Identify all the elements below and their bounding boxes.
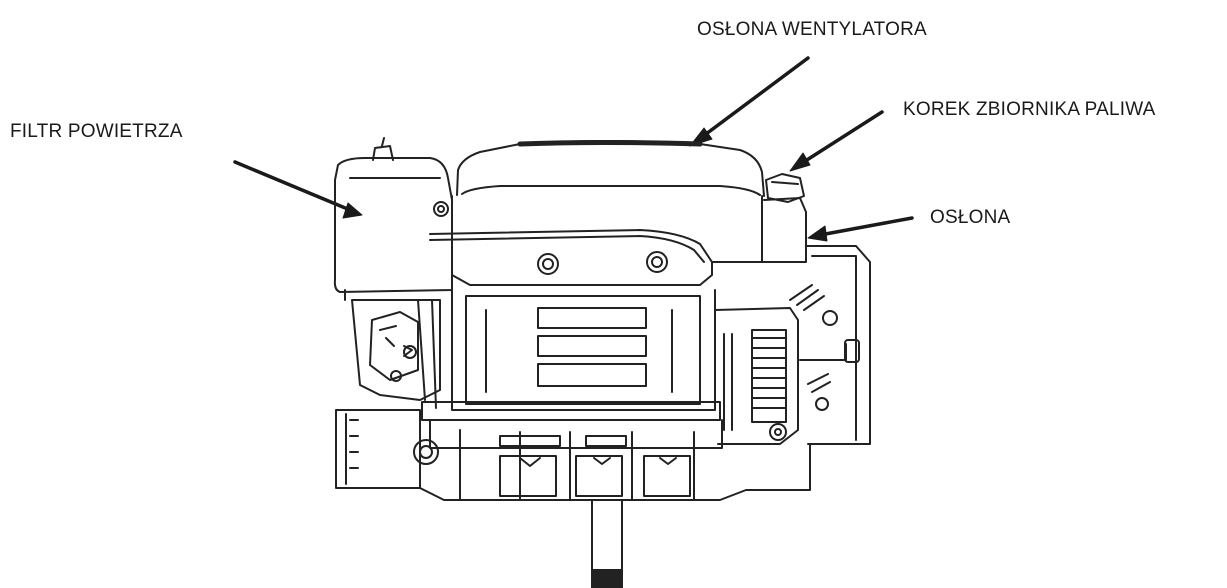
label-fuel-cap: KOREK ZBIORNIKA PALIWA [903, 99, 1156, 120]
fuel-cap [765, 173, 805, 203]
crankshaft [591, 499, 623, 588]
crankcase [335, 401, 811, 501]
arrowhead-shroud [807, 225, 828, 242]
shroud [761, 197, 871, 445]
ignition-coil [714, 307, 847, 445]
cylinder-block [451, 289, 716, 411]
label-air-filter: FILTR POWIETRZA [10, 121, 183, 142]
callout-arrows [233, 56, 914, 242]
arrow-air-filter [233, 160, 352, 212]
label-fan-cover: OSŁONA WENTYLATORA [697, 19, 927, 40]
arrowhead-air-filter [342, 202, 363, 219]
label-shroud: OSŁONA [930, 207, 1011, 228]
carburetor [351, 299, 441, 409]
cover-bolts [433, 201, 668, 275]
arrowhead-fuel-cap [789, 152, 811, 172]
fan-cover [429, 140, 765, 286]
arrow-shroud [818, 216, 914, 237]
air-filter [333, 137, 453, 301]
arrow-fuel-cap [797, 110, 884, 167]
arrow-fan-cover [696, 56, 810, 142]
